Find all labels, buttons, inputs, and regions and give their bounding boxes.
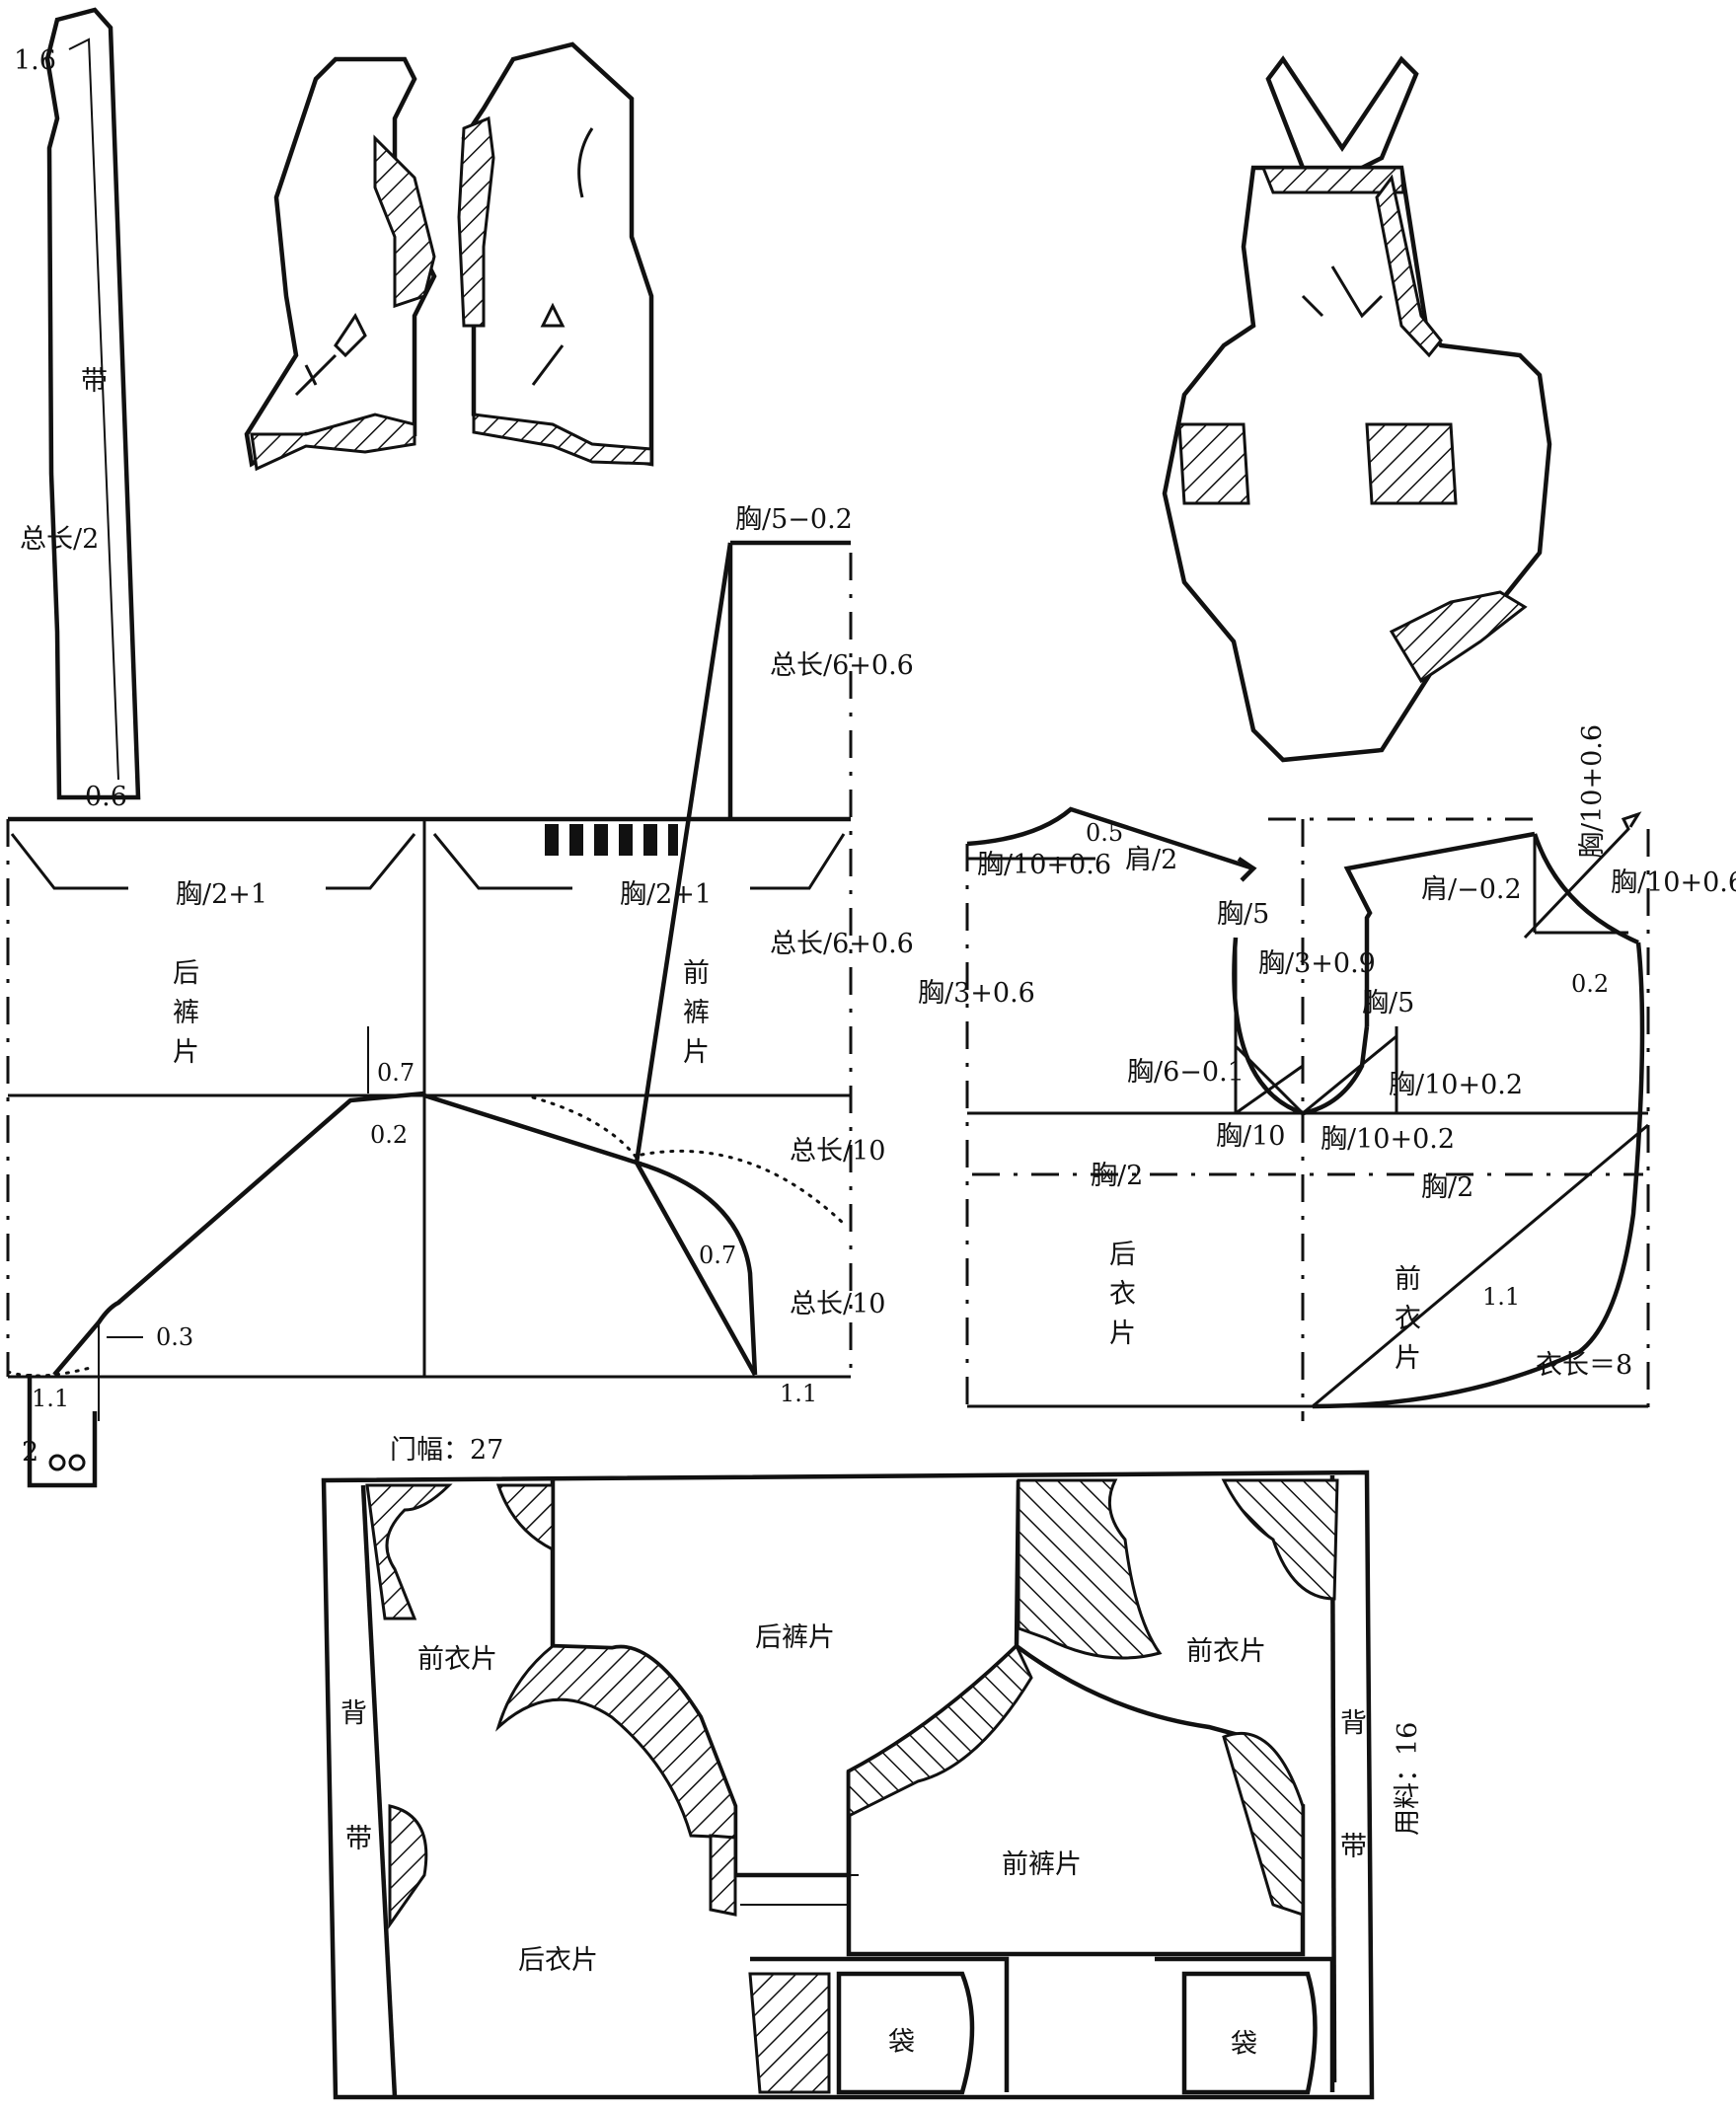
front-pants-bib-height: 总长/6+0.6 <box>770 650 914 681</box>
strap-top-value: 1.6 <box>14 45 56 76</box>
strap-button-hole-1 <box>48 1454 66 1471</box>
front-pants-name-3: 片 <box>683 1037 710 1068</box>
bodice-armhole-width: 胸/3+0.9 <box>1258 948 1376 979</box>
layout-strap-left-1: 背 <box>340 1698 367 1729</box>
bodice-back-name-2: 衣 <box>1109 1279 1136 1310</box>
bodice-draft: 0.5 胸/10+0.6 肩/2 胸/5 肩/−0.2 胸/3+0.9 胸/3+… <box>918 724 1736 1421</box>
bodice-front-neck-v: 胸/10+0.6 <box>1577 724 1608 859</box>
back-pants-name-2: 裤 <box>173 998 199 1028</box>
back-pants-name-3: 片 <box>173 1037 199 1068</box>
front-pants-crotch-curve: 0.7 <box>699 1242 736 1269</box>
waist-stripes <box>545 824 678 856</box>
bodice-back-depth: 胸/3+0.6 <box>918 978 1035 1009</box>
layout-pocket-left: 袋 <box>888 2027 915 2058</box>
strap-button-hole-2 <box>68 1454 86 1471</box>
front-pants-hem-depth: 总长/10 <box>790 1289 885 1319</box>
bodice-armhole-front: 胸/5 <box>1362 988 1414 1018</box>
layout-front-bodice-left: 前衣片 <box>417 1644 497 1675</box>
layout-strap-left-2: 带 <box>345 1824 372 1854</box>
bodice-back-arm-in: 胸/6−0.1 <box>1127 1057 1245 1088</box>
bodice-half-chest-back: 胸/2 <box>1091 1161 1143 1191</box>
bodice-shoulder-back: 肩/2 <box>1125 845 1177 875</box>
back-pants-crotch-top: 0.7 <box>377 1059 415 1087</box>
layout-front-pants: 前裤片 <box>1002 1849 1082 1880</box>
bodice-underarm-front: 胸/10+0.2 <box>1321 1124 1455 1155</box>
strap-half-length: 总长/2 <box>20 524 99 555</box>
bodice-back-neck: 胸/10+0.6 <box>977 850 1111 880</box>
front-pants-hem-out: 1.1 <box>780 1380 817 1407</box>
front-pants-bib-top: 胸/5−0.2 <box>735 504 853 535</box>
bodice-shoulder-front: 肩/−0.2 <box>1421 874 1522 905</box>
bodice-back-name-1: 后 <box>1109 1240 1136 1270</box>
bodice-back-name-3: 片 <box>1109 1318 1136 1349</box>
bodice-front-name-3: 片 <box>1395 1343 1421 1374</box>
vest-illustration <box>244 41 654 472</box>
strap-bottom-value: 0.6 <box>85 782 127 812</box>
pants-draft: 胸/2+1 后 裤 片 0.7 0.2 0.3 1.1 胸/5−0.2 总长/6… <box>6 504 914 1421</box>
overalls-illustration <box>1162 55 1552 763</box>
strap-piece: 1.6 带 总长/2 0.6 2 <box>14 7 141 1488</box>
layout-strap-right-1: 背 <box>1340 1708 1367 1739</box>
back-pants-crotch-in: 0.2 <box>370 1121 408 1149</box>
strap-label: 带 <box>81 366 108 397</box>
layout-usage: 用料：16 <box>1393 1722 1423 1836</box>
back-pants-name-1: 后 <box>173 958 199 989</box>
bodice-front-arm-in: 胸/10+0.2 <box>1389 1070 1523 1100</box>
layout-back-pants: 后裤片 <box>755 1622 835 1653</box>
front-pants-name-1: 前 <box>683 958 710 989</box>
layout-strap-right-2: 带 <box>1340 1832 1367 1862</box>
front-pants-waist: 胸/2+1 <box>620 879 712 910</box>
bodice-front-name-2: 衣 <box>1395 1304 1421 1334</box>
cutting-layout: 门幅：27 用料：16 后裤片 前裤片 前衣片 前衣片 后衣片 背 带 背 带 … <box>321 1435 1423 2100</box>
bodice-front-name-1: 前 <box>1395 1264 1421 1295</box>
back-pants-waist: 胸/2+1 <box>176 879 267 910</box>
bodice-neck-drop: 0.2 <box>1571 970 1609 998</box>
back-pants-hem-out: 1.1 <box>32 1385 69 1412</box>
bodice-half-chest-front: 胸/2 <box>1421 1172 1473 1203</box>
bodice-length: 衣长＝8 <box>1536 1350 1632 1381</box>
bodice-front-neck-h: 胸/10+0.6 <box>1611 867 1736 898</box>
front-pants-name-2: 裤 <box>683 998 710 1028</box>
layout-pocket-right: 袋 <box>1231 2029 1257 2060</box>
layout-width: 门幅：27 <box>390 1435 503 1466</box>
layout-back-bodice: 后衣片 <box>518 1945 598 1976</box>
front-pants-crotch-depth: 总长/10 <box>790 1136 885 1167</box>
bodice-neck-rise: 0.5 <box>1086 819 1123 847</box>
bodice-underarm-back: 胸/10 <box>1216 1121 1285 1152</box>
front-pants-waist-to-crotch: 总长/6+0.6 <box>770 929 914 959</box>
layout-front-bodice-right: 前衣片 <box>1186 1636 1266 1667</box>
back-pants-hem-in: 0.3 <box>156 1323 193 1351</box>
bodice-hem-curve: 1.1 <box>1482 1283 1520 1311</box>
strap-tip-value: 2 <box>22 1437 38 1468</box>
bodice-armhole-back: 胸/5 <box>1217 899 1269 930</box>
